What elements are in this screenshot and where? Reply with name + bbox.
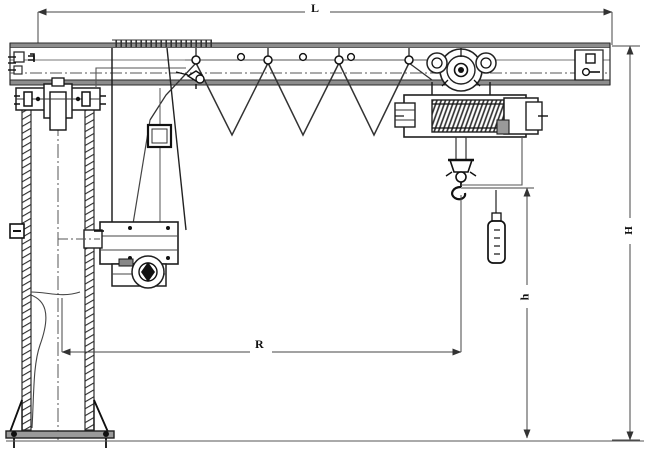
support-column bbox=[21, 100, 95, 440]
dimension-label-L: L bbox=[311, 1, 320, 15]
hook-block bbox=[445, 137, 477, 201]
dimension-L bbox=[37, 8, 613, 45]
hoist-trolley bbox=[426, 48, 497, 96]
power-supply-line bbox=[461, 137, 523, 186]
column-base bbox=[5, 399, 644, 448]
pendant-control bbox=[487, 190, 506, 264]
dimension-H-line bbox=[612, 45, 640, 441]
electric-hoist bbox=[394, 48, 548, 138]
jib-boom bbox=[9, 42, 611, 86]
dimension-R-line bbox=[61, 195, 462, 356]
end-stop bbox=[574, 49, 604, 81]
dimension-label-h: h bbox=[517, 293, 532, 301]
column-side-bracket bbox=[9, 223, 104, 239]
festoon-cable bbox=[149, 48, 470, 137]
junction-box bbox=[146, 123, 173, 149]
beam-top-rack-hatch bbox=[112, 39, 212, 47]
slewing-drive bbox=[58, 221, 179, 289]
dimension-label-H: H bbox=[622, 226, 635, 235]
slewing-bearing-top bbox=[14, 77, 106, 131]
dimension-label-R: R bbox=[255, 337, 264, 351]
beam-left-end-detail bbox=[8, 51, 35, 75]
dimension-h-line bbox=[461, 187, 534, 439]
